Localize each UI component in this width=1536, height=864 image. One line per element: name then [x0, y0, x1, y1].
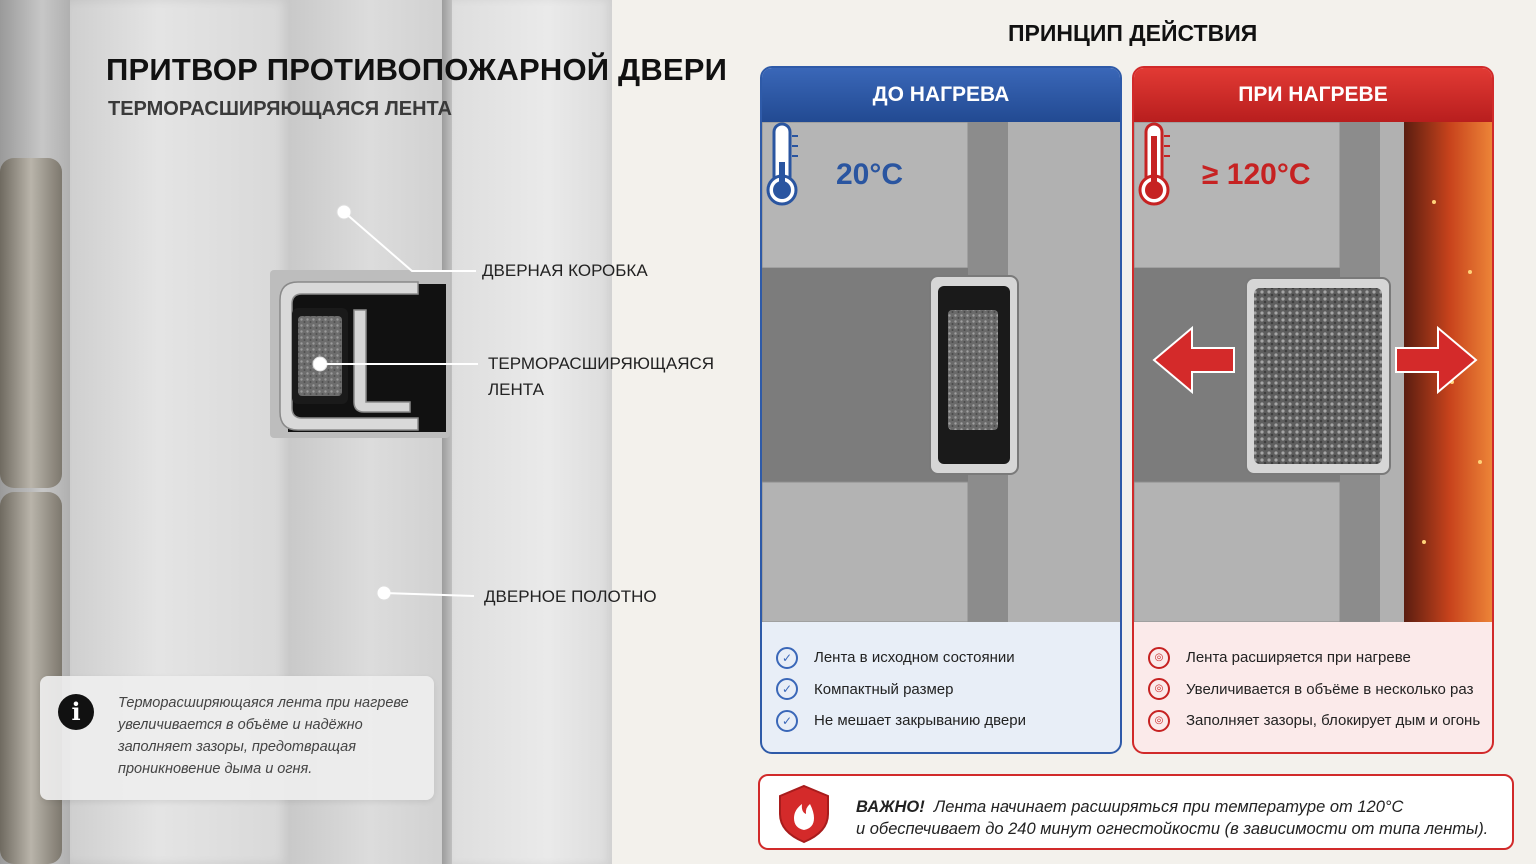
volume-icon: ◎ [1148, 678, 1170, 701]
important-label: ВАЖНО! [856, 798, 925, 816]
info-note: i Терморасширяющаяся лента при нагреве у… [40, 676, 434, 800]
list-item: ✓ Компактный размер [776, 674, 1120, 706]
info-icon: i [58, 694, 94, 730]
list-item: ✓ Не мешает закрыванию двери [776, 705, 1120, 737]
fire-shield-icon [779, 784, 829, 844]
check-circle-icon: ✓ [776, 646, 798, 669]
important-text: ВАЖНО! Лента начинает расширяться при те… [856, 798, 1489, 838]
before-list: ✓ Лента в исходном состоянии ✓ Компактны… [762, 622, 1120, 737]
temperature-after: ≥ 120°C [1202, 158, 1311, 191]
list-item: ✓ Лента в исходном состоянии [776, 642, 1120, 674]
info-text: Терморасширяющаяся лента при нагреве уве… [118, 695, 409, 777]
after-section-drawing [1134, 122, 1492, 622]
card-before-illustration: 20°C [762, 122, 1120, 622]
thermometer-hot-icon [1138, 122, 1170, 206]
check-circle-icon: ✓ [776, 678, 798, 701]
callout-tape-line1: ТЕРМОРАСШИРЯЮЩАЯСЯ [488, 354, 715, 373]
principle-title: ПРИНЦИП ДЕЙСТВИЯ [1008, 20, 1258, 46]
card-after-heating: ПРИ НАГРЕВЕ [1132, 66, 1494, 754]
list-item: ◎ Увеличивается в объёме в несколько раз [1148, 674, 1492, 706]
list-item: ◎ Заполняет зазоры, блокирует дым и огон… [1148, 705, 1492, 737]
callout-door-leaf: ДВЕРНОЕ ПОЛОТНО [484, 587, 657, 606]
important-note: ВАЖНО! Лента начинает расширяться при те… [758, 774, 1514, 850]
block-smoke-icon: ◎ [1148, 709, 1170, 732]
before-section-drawing [762, 122, 1120, 622]
rebate-profile-section [270, 270, 450, 438]
card-before-heating: ДО НАГРЕВА [760, 66, 1122, 754]
card-after-header: ПРИ НАГРЕВЕ [1134, 68, 1492, 122]
page-title: ПРИТВОР ПРОТИВОПОЖАРНОЙ ДВЕРИ [106, 52, 728, 87]
callout-tape-line2: ЛЕНТА [488, 380, 544, 399]
list-item: ◎ Лента расширяется при нагреве [1148, 642, 1492, 674]
card-before-header: ДО НАГРЕВА [762, 68, 1120, 122]
after-list: ◎ Лента расширяется при нагреве ◎ Увелич… [1134, 622, 1492, 737]
check-circle-icon: ✓ [776, 709, 798, 732]
page-subtitle: ТЕРМОРАСШИРЯЮЩАЯСЯ ЛЕНТА [108, 98, 452, 120]
expand-icon: ◎ [1148, 646, 1170, 669]
callout-tape: ТЕРМОРАСШИРЯЮЩАЯСЯ ЛЕНТА [488, 351, 714, 403]
callout-leaders [312, 204, 478, 601]
card-after-illustration: ≥ 120°C [1134, 122, 1492, 622]
callout-door-frame: ДВЕРНАЯ КОРОБКА [482, 261, 648, 280]
thermometer-icon [766, 122, 798, 206]
door-leaf-edge [452, 0, 612, 864]
hinge-top [0, 158, 62, 488]
temperature-before: 20°C [836, 158, 904, 191]
